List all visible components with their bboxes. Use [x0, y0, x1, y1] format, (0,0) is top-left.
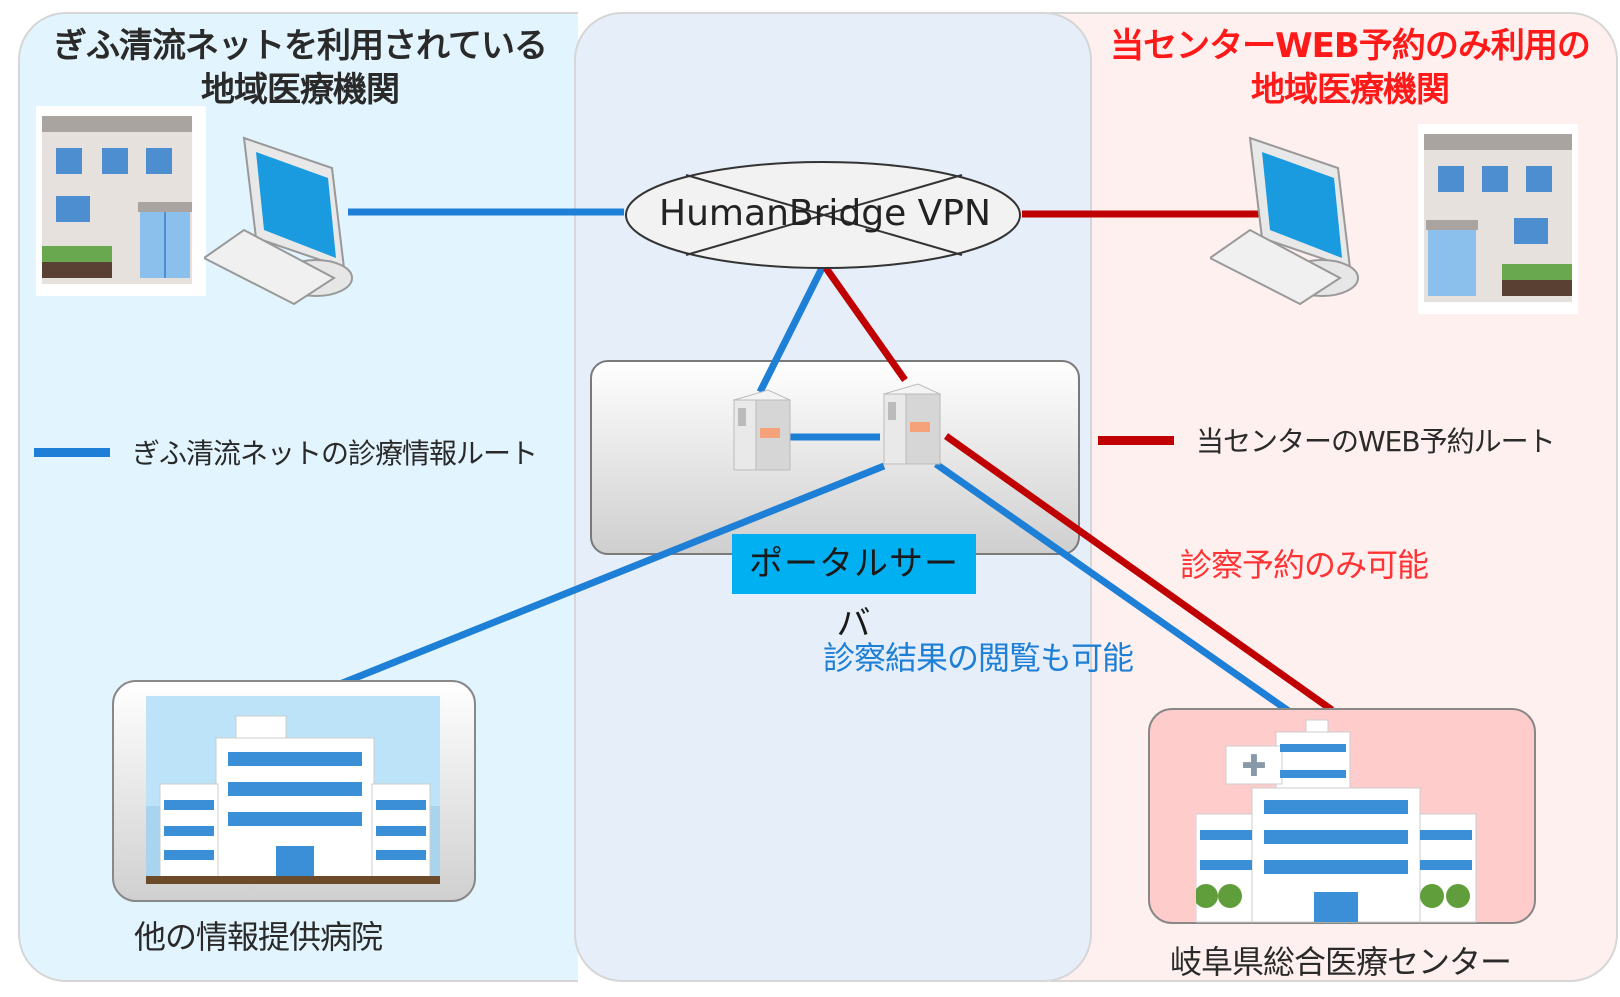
legend-blue-route: ぎふ清流ネットの診療情報ルート	[34, 432, 538, 472]
legend-blue-route-label: ぎふ清流ネットの診療情報ルート	[132, 437, 538, 470]
vpn-label: HumanBridge VPN	[659, 193, 991, 234]
right-title-line1: 当センターWEB予約のみ利用の	[1110, 26, 1591, 66]
medical-cross-icon: ✚	[1241, 749, 1266, 784]
blue-route-swatch	[34, 447, 110, 457]
caption-other-hospital: 他の情報提供病院	[134, 918, 383, 956]
legend-red-route: 当センターのWEB予約ルート	[1098, 420, 1556, 460]
other-hospital-icon	[146, 696, 440, 884]
server-icon-2	[882, 383, 942, 465]
right-title-line2: 地域医療機関	[1251, 70, 1450, 110]
legend-red-route-label: 当センターのWEB予約ルート	[1196, 425, 1556, 458]
right-panel-title: 当センターWEB予約のみ利用の 地域医療機関	[1090, 24, 1610, 112]
caption-gifu-center: 岐阜県総合医療センター	[1170, 943, 1512, 981]
clinic-building-icon-right	[1418, 124, 1578, 314]
left-title-line1: ぎふ清流ネットを利用されている	[53, 26, 548, 66]
tree-icons	[1196, 884, 1470, 908]
gifu-center-hospital-icon: ✚	[1196, 719, 1477, 923]
server-icon-1	[732, 389, 792, 471]
annotation-reservation-only: 診察予約のみ可能	[1180, 546, 1429, 584]
left-panel-title: ぎふ清流ネットを利用されている 地域医療機関	[40, 24, 560, 112]
annotation-results-viewable: 診察結果の閲覧も可能	[823, 639, 1134, 677]
left-title-line2: 地域医療機関	[201, 70, 400, 110]
right-computer-icon	[1210, 136, 1359, 306]
clinic-building-icon	[36, 106, 206, 296]
left-computer-icon	[204, 136, 353, 306]
portal-server-box	[590, 360, 1080, 555]
red-route-swatch	[1098, 435, 1174, 445]
portal-server-label: ポータルサーバ	[732, 534, 976, 644]
